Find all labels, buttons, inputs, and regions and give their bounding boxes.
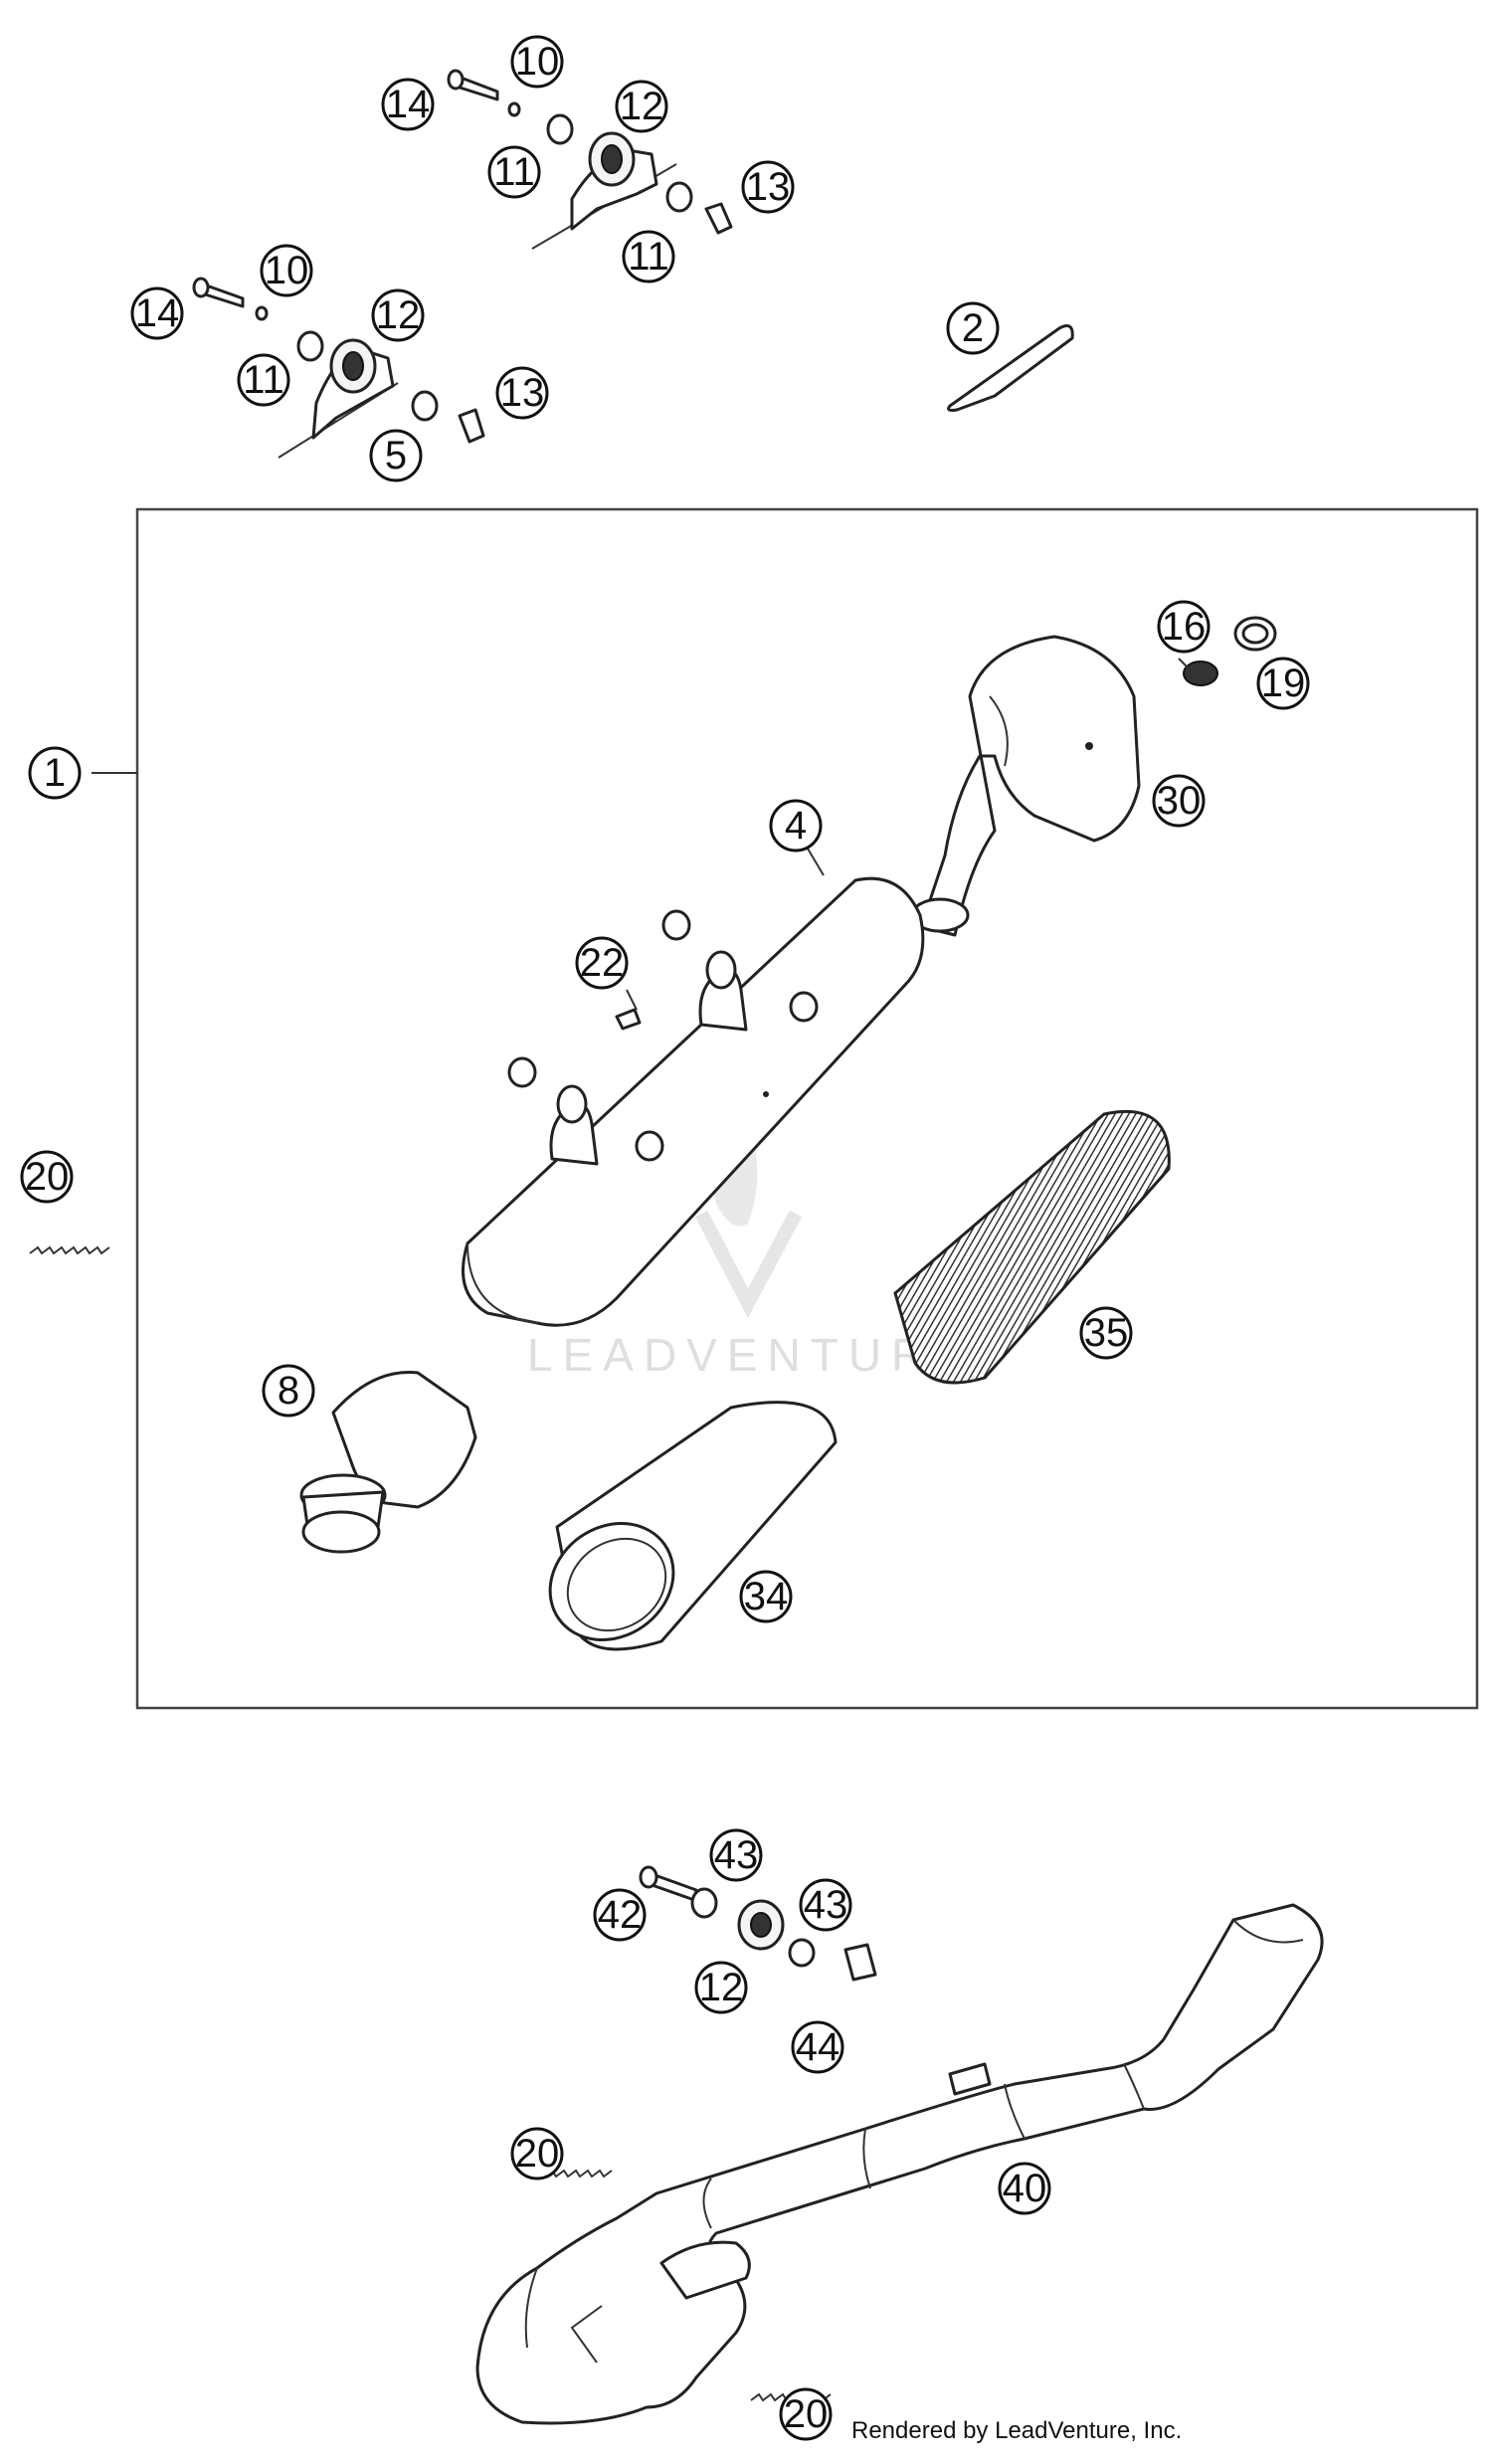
callout-11: 11 xyxy=(487,145,541,199)
upper-bracket-assembly xyxy=(447,69,733,250)
svg-text:14: 14 xyxy=(386,83,431,126)
callout-20: 20 xyxy=(510,2127,564,2180)
header-mount-hardware xyxy=(639,1865,877,1982)
callout-34: 34 xyxy=(739,1570,793,1623)
callout-2: 2 xyxy=(946,301,1000,355)
svg-text:12: 12 xyxy=(699,1966,744,2009)
svg-text:10: 10 xyxy=(265,249,309,292)
svg-text:20: 20 xyxy=(25,1155,70,1199)
callout-19: 19 xyxy=(1256,657,1310,710)
svg-text:43: 43 xyxy=(714,1833,759,1877)
heat-shield-strip xyxy=(947,324,1074,412)
svg-text:8: 8 xyxy=(278,1369,299,1413)
svg-text:10: 10 xyxy=(515,40,560,84)
header-pipe xyxy=(475,1903,1324,2425)
svg-text:44: 44 xyxy=(796,2025,840,2069)
svg-text:22: 22 xyxy=(580,941,625,985)
svg-text:43: 43 xyxy=(804,1883,848,1927)
callout-20: 20 xyxy=(779,2387,833,2441)
silencer-assembly-frame xyxy=(92,507,1479,1710)
svg-text:20: 20 xyxy=(515,2132,560,2176)
svg-text:12: 12 xyxy=(620,85,664,128)
svg-text:11: 11 xyxy=(243,358,284,402)
svg-text:35: 35 xyxy=(1084,1311,1129,1355)
inlet-cap xyxy=(299,1371,477,1554)
callouts: 10 14 12 11 13 11 10 14 12 11 13 5 2 1 1… xyxy=(20,35,1310,2441)
callout-12: 12 xyxy=(371,288,425,342)
spring-left xyxy=(29,1245,110,1255)
svg-text:4: 4 xyxy=(785,804,807,848)
svg-text:14: 14 xyxy=(135,291,180,335)
svg-text:13: 13 xyxy=(746,165,791,209)
callout-10: 10 xyxy=(260,244,313,297)
svg-text:20: 20 xyxy=(784,2392,829,2436)
callout-13: 13 xyxy=(741,160,795,214)
end-cap-outlet xyxy=(910,616,1277,937)
leader-lines xyxy=(626,658,1190,1011)
svg-text:40: 40 xyxy=(1003,2167,1047,2210)
callout-40: 40 xyxy=(998,2162,1051,2215)
svg-text:19: 19 xyxy=(1261,662,1306,705)
callout-30: 30 xyxy=(1152,774,1206,828)
credit-text: Rendered by LeadVenture, Inc. xyxy=(851,2417,1183,2444)
callout-12: 12 xyxy=(694,1961,748,2014)
svg-text:34: 34 xyxy=(744,1575,789,1618)
svg-text:11: 11 xyxy=(493,150,535,194)
callout-12: 12 xyxy=(615,80,668,133)
callout-13: 13 xyxy=(495,366,549,420)
callout-35: 35 xyxy=(1079,1306,1133,1360)
svg-text:5: 5 xyxy=(385,434,407,477)
svg-text:16: 16 xyxy=(1162,605,1207,649)
svg-text:13: 13 xyxy=(500,371,545,415)
callout-22: 22 xyxy=(575,936,629,990)
svg-text:11: 11 xyxy=(628,235,669,279)
callout-43: 43 xyxy=(709,1828,763,1882)
callout-42: 42 xyxy=(593,1888,647,1942)
lower-bracket-assembly xyxy=(192,277,485,459)
silencer-body xyxy=(462,876,925,1327)
callout-11: 11 xyxy=(237,353,290,407)
svg-text:2: 2 xyxy=(962,306,984,350)
callout-16: 16 xyxy=(1157,600,1211,654)
callout-14: 14 xyxy=(130,286,184,340)
callout-44: 44 xyxy=(791,2020,844,2074)
svg-text:30: 30 xyxy=(1157,779,1202,823)
callout-4: 4 xyxy=(769,799,823,853)
svg-text:12: 12 xyxy=(376,293,421,337)
callout-1: 1 xyxy=(28,746,82,800)
callout-5: 5 xyxy=(369,429,423,482)
silencer-packing xyxy=(893,1109,1171,1385)
watermark-text: LEADVENTURE xyxy=(527,1329,975,1381)
svg-text:42: 42 xyxy=(598,1893,643,1937)
callout-11: 11 xyxy=(622,230,675,284)
callout-20: 20 xyxy=(20,1150,74,1204)
outer-sleeve xyxy=(548,1401,838,1651)
callout-14: 14 xyxy=(381,78,435,131)
callout-43: 43 xyxy=(799,1878,852,1932)
svg-text:1: 1 xyxy=(44,751,66,795)
callout-8: 8 xyxy=(262,1364,315,1418)
callout-10: 10 xyxy=(510,35,564,89)
